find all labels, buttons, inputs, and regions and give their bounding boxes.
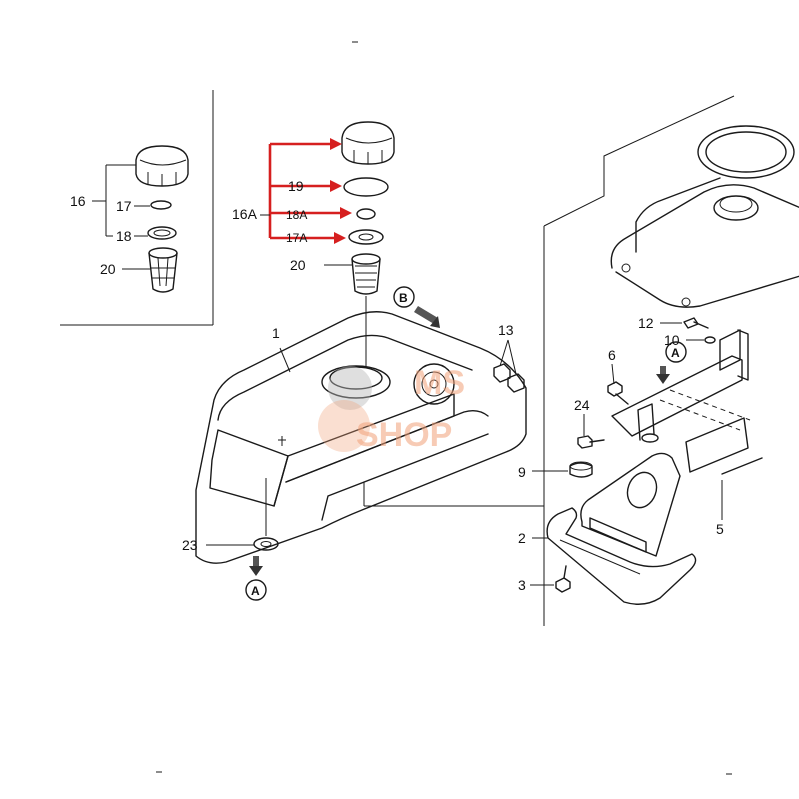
callout-5: 5 [716,521,724,537]
inset-filler-cap [135,145,189,187]
callout-18: 18 [116,228,132,244]
callout-10: 10 [664,332,680,348]
marker-A-upper: A [656,341,687,384]
marker-A-upper-label: A [671,346,680,360]
marker-A-lower: A [245,556,267,601]
washer-23: 23 [182,537,279,553]
watermark-line1: MS [414,364,465,402]
fuel-tank-1: 1 [195,311,527,564]
callout-6: 6 [608,347,616,363]
callout-13: 13 [498,322,514,338]
seal-17A [348,229,384,245]
gasket-19 [343,177,389,197]
watermark-line2: SHOP [356,416,452,454]
inset-panel: 16 17 18 20 [60,90,214,326]
filler-cap [341,121,395,165]
marker-A-lower-label: A [251,584,260,598]
callout-20: 20 [290,257,306,273]
callout-19: 19 [288,178,304,194]
nuts-13: 13 [493,322,525,393]
callout-23: 23 [182,537,198,553]
inset-strainer-20 [148,247,178,293]
bolt-3: 3 [518,565,571,593]
guard-2: 2 [518,507,697,605]
bolt-6: 6 [607,347,629,405]
engine-top-fragment [610,125,799,308]
bolt-12: 12 [638,315,709,331]
callout-20-inset: 20 [100,261,116,277]
strainer-20 [351,253,381,295]
marker-B-label: B [399,291,408,305]
callout-17: 17 [116,198,132,214]
callout-9: 9 [518,464,526,480]
mounting-plate [580,452,681,557]
bolt-24: 24 [574,397,605,449]
grommet-9: 9 [518,461,593,480]
callout-16A: 16A [232,206,258,222]
breather-wheel [413,363,455,405]
callout-18A: 18A [286,208,307,222]
red-highlight-arrows [268,138,352,244]
filler-assembly-16A: 16A 19 18A 17A 20 [232,121,395,368]
callout-12: 12 [638,315,654,331]
callout-2: 2 [518,530,526,546]
callout-3: 3 [518,577,526,593]
bracket-5: 5 [611,329,763,537]
callout-17A: 17A [286,231,307,245]
o-ring-18A [356,208,376,220]
callout-16: 16 [70,193,86,209]
inset-seal-18 [147,226,177,240]
callout-1: 1 [272,325,280,341]
ms-shop-watermark: MS SHOP [318,364,465,454]
callout-24: 24 [574,397,590,413]
marker-B: B [393,286,440,328]
inset-gasket-17 [150,200,172,210]
washer-10: 10 [664,332,716,348]
